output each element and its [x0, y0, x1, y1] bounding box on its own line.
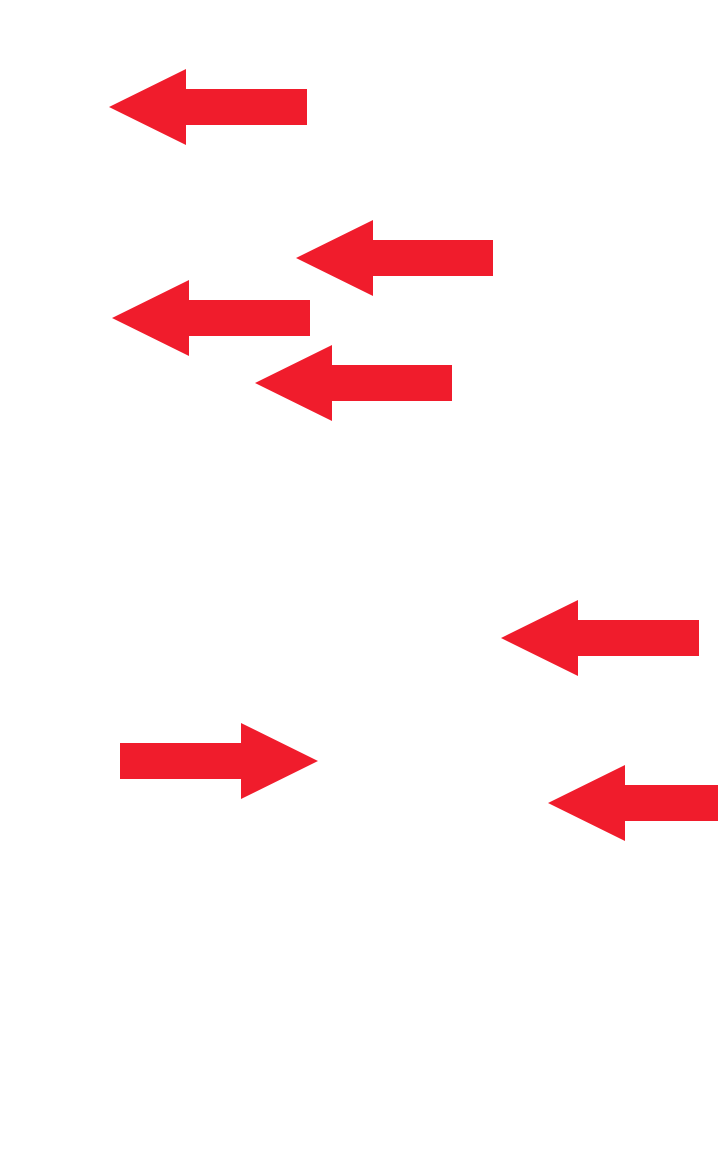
left-arrow-5 — [501, 600, 699, 676]
right-arrow-6 — [120, 723, 318, 799]
left-arrow-1 — [109, 69, 307, 145]
left-arrow-2 — [296, 220, 493, 296]
left-arrow-4 — [255, 345, 452, 421]
left-arrow-7 — [548, 765, 718, 841]
left-arrow-3 — [112, 280, 310, 356]
